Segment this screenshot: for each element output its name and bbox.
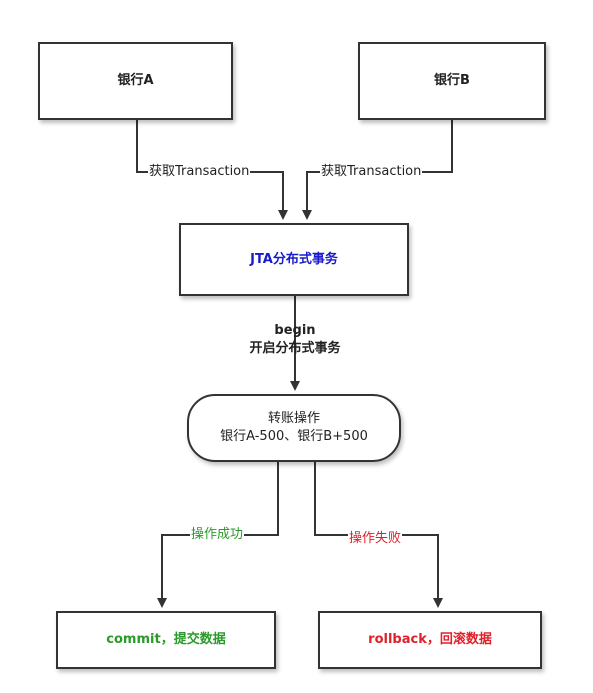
commit-label: commit，提交数据 xyxy=(106,632,226,648)
edge-label-failure: 操作失败 xyxy=(348,531,403,547)
transfer-title: 转账操作 xyxy=(267,411,320,427)
edge-label-success: 操作成功 xyxy=(190,527,245,543)
transfer-node: 转账操作 银行A-500、银行B+500 xyxy=(187,394,401,462)
commit-node: commit，提交数据 xyxy=(56,611,276,669)
bank-b-node: 银行B xyxy=(358,42,546,120)
jta-node: JTA分布式事务 xyxy=(179,223,409,296)
bank-a-node: 银行A xyxy=(38,42,233,120)
jta-label: JTA分布式事务 xyxy=(250,251,338,267)
begin-label-block: begin 开启分布式事务 xyxy=(225,322,365,358)
bank-a-label: 银行A xyxy=(117,73,154,89)
edge-label-get-transaction-a: 获取Transaction xyxy=(148,164,251,180)
bank-b-label: 银行B xyxy=(434,73,470,89)
rollback-node: rollback，回滚数据 xyxy=(318,611,542,669)
rollback-label: rollback，回滚数据 xyxy=(368,632,492,648)
begin-desc-label: 开启分布式事务 xyxy=(249,341,341,356)
transfer-text: 转账操作 银行A-500、银行B+500 xyxy=(220,410,368,445)
begin-label: begin xyxy=(274,323,316,338)
transfer-detail: 银行A-500、银行B+500 xyxy=(220,429,368,444)
edge-label-get-transaction-b: 获取Transaction xyxy=(320,164,423,180)
